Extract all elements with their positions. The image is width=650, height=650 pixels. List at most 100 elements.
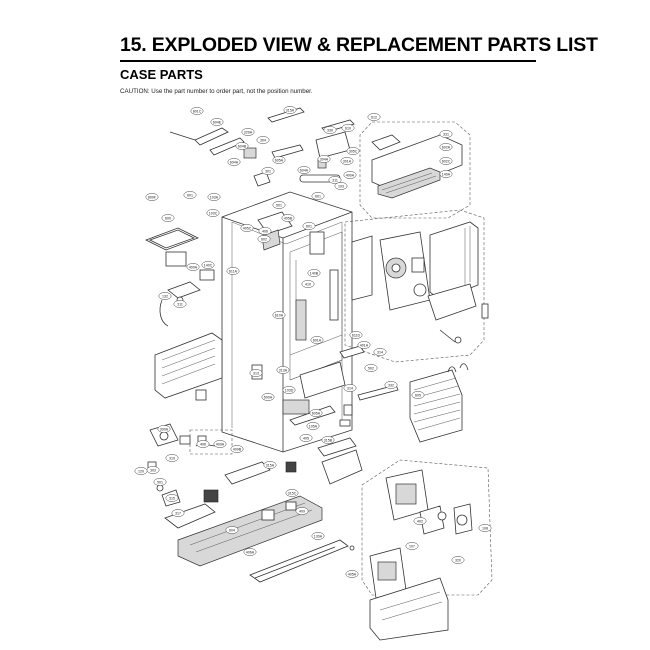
callout-bubble: 605A: [272, 156, 286, 164]
callout-label: 140C: [204, 263, 213, 267]
callout-bubble: 314: [343, 384, 357, 392]
callout-bubble: 604H: [227, 158, 241, 166]
lower-left-parts: [147, 423, 233, 529]
callout-bubble: 500A: [261, 393, 275, 401]
callout-label: 801C: [193, 109, 202, 113]
callout-label: 400A: [346, 173, 355, 177]
callout-label: 600: [165, 216, 171, 220]
callout-label: 304: [260, 138, 266, 142]
callout-label: 610: [345, 126, 351, 130]
callout-bubble: 405: [299, 434, 313, 442]
callout-label: 500A: [264, 395, 273, 399]
callout-bubble: 132: [158, 292, 172, 300]
callout-bubble: 331: [439, 130, 453, 138]
callout-bubble: 140A: [439, 170, 453, 178]
callout-bubble: 103D: [282, 386, 296, 394]
callout-bubble: 400A: [343, 171, 357, 179]
callout-label: 315: [169, 496, 175, 500]
callout-bubble: 409A: [213, 440, 227, 448]
callout-label: 409B: [233, 447, 242, 451]
callout-bubble: 301: [261, 167, 275, 175]
callout-bubble: 409: [295, 507, 309, 515]
callout-label: 601A: [313, 338, 322, 342]
page-title: 15. EXPLODED VIEW & REPLACEMENT PARTS LI…: [120, 34, 598, 56]
callout-bubble: 103: [334, 182, 348, 190]
callout-label: 800F: [148, 195, 157, 199]
callout-bubble: 315A: [283, 106, 297, 114]
callout-label: 601: [315, 194, 321, 198]
callout-bubble: 304A: [317, 155, 331, 163]
callout-bubble: 108: [478, 524, 492, 532]
callout-label: 120: [138, 469, 144, 473]
callout-label: 315A: [266, 463, 275, 467]
callout-bubble: 140B: [307, 269, 321, 277]
callout-bubble: 105A: [306, 422, 320, 430]
callout-label: 314: [347, 386, 353, 390]
callout-label: 405C: [243, 226, 252, 230]
callout-bubble: 315: [165, 494, 179, 502]
callout-bubble: 601A: [310, 336, 324, 344]
callout-bubble: 502: [364, 364, 378, 372]
callout-label: 305C: [349, 149, 358, 153]
callout-label: 602: [261, 237, 267, 241]
top-hinge-parts: [169, 107, 355, 187]
callout-label: 329A: [244, 130, 253, 134]
callout-label: 604: [229, 528, 235, 532]
fan-motor-assembly: [351, 221, 489, 344]
callout-label: 602C: [442, 159, 451, 163]
callout-bubble: 604: [225, 526, 239, 534]
callout-bubble: 602A: [439, 143, 453, 151]
base-machine-compartment: [177, 437, 363, 583]
section-title: CASE PARTS: [120, 67, 203, 82]
callout-bubble: 311: [328, 176, 342, 184]
callout-bubble: 602: [257, 235, 271, 243]
callout-label: 501: [276, 203, 282, 207]
callout-bubble: 409B: [230, 445, 244, 453]
callout-bubble: 602C: [439, 157, 453, 165]
callout-bubble: 406: [258, 227, 272, 235]
callout-bubble: 103A: [207, 193, 221, 201]
callout-label: 410: [305, 282, 311, 286]
callout-bubble: 315C: [285, 489, 299, 497]
callout-bubble: 501: [153, 478, 167, 486]
callout-label: 317: [175, 511, 181, 515]
callout-bubble: 605A: [309, 409, 323, 417]
callout-bubble: 304: [256, 136, 270, 144]
callout-bubble: 405B: [281, 214, 295, 222]
callout-label: 611D: [352, 333, 361, 337]
callout-label: 315B: [324, 438, 333, 442]
callout-bubble: 305C: [346, 147, 360, 155]
ice-maker-assembly: [369, 469, 473, 641]
callout-bubble: 400A: [186, 263, 200, 271]
callout-bubble: 611A: [226, 267, 240, 275]
callout-bubble: 120: [134, 467, 148, 475]
title-rule: [120, 60, 536, 62]
callout-bubble: 405C: [240, 224, 254, 232]
callout-bubble: 303: [146, 466, 160, 474]
callout-bubble: 405A: [345, 570, 359, 578]
callout-label: 332: [388, 383, 394, 387]
callout-bubble: 317: [171, 509, 185, 517]
callout-label: 330: [327, 128, 333, 132]
callout-bubble: 329A: [241, 128, 255, 136]
callout-bubble: 320: [451, 556, 465, 564]
callout-bubble: 313: [249, 369, 263, 377]
callout-label: 304A: [320, 157, 329, 161]
callout-bubble: 301A: [340, 157, 354, 165]
left-side-parts: [145, 227, 223, 401]
callout-label: 612: [371, 115, 377, 119]
callout-bubble: 315B: [321, 436, 335, 444]
callout-bubble: 610A: [272, 311, 286, 319]
callout-label: 405: [303, 436, 309, 440]
callout-label: 301: [265, 169, 271, 173]
callout-label: 602A: [442, 145, 451, 149]
callout-bubble: 130A: [311, 532, 325, 540]
callout-bubble: 406: [196, 440, 210, 448]
callout-label: 313A: [279, 368, 288, 372]
callout-label: 105A: [309, 424, 318, 428]
callout-label: 103A: [210, 195, 219, 199]
callout-label: 601: [306, 224, 312, 228]
